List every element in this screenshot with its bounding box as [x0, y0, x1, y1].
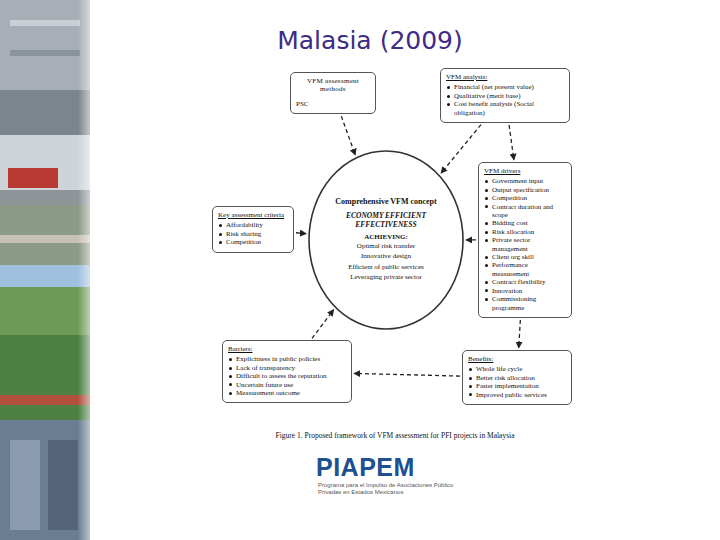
node-heading: Barriers: — [228, 345, 346, 353]
slide-title: Malasia (2009) — [190, 26, 550, 56]
node-item: Innovation — [484, 287, 566, 295]
track-strip — [0, 395, 90, 405]
ellipse-content: Comprehensive VFM conceptECONOMY EFFICIE… — [332, 197, 440, 284]
ellipse-border — [309, 151, 463, 329]
dashed-arrow — [312, 310, 334, 339]
bridge-shape — [0, 235, 90, 243]
highway-photo — [0, 205, 90, 265]
node-item: Lack of transparency — [228, 364, 346, 372]
node-item: Qualitative (merit base) — [446, 92, 564, 100]
node-item: Risk allocation — [484, 228, 566, 236]
barriers-box: Barriers: Explicitness in public policies… — [222, 340, 352, 403]
dashed-arrow — [296, 232, 306, 234]
figure-caption: Figure 1. Proposed framework of VFM asse… — [215, 431, 575, 440]
airport-beam — [10, 50, 80, 56]
node-heading: VFM drivers — [484, 167, 566, 175]
node-heading: VFM analysis: — [446, 73, 564, 81]
dashed-arrow — [354, 373, 460, 376]
node-item: Better risk allocation — [468, 374, 566, 382]
node-item: Contract duration and scope — [484, 203, 566, 220]
benefits-box: Benefits: Whole life cycleBetter risk all… — [462, 350, 572, 405]
logo-subtitle: Programa para el Impulso de Asociaciones… — [318, 482, 468, 496]
node-item: Whole life cycle — [468, 365, 566, 373]
dashed-arrow — [341, 116, 355, 155]
node-item: ACHIEVING: — [332, 232, 440, 240]
concept-ellipse: Comprehensive VFM conceptECONOMY EFFICIE… — [308, 150, 464, 330]
node-item: Commissioning programme — [484, 295, 566, 312]
airport-floor — [0, 90, 90, 135]
node-item: Performance measurement — [484, 261, 566, 278]
node-item: Competition — [484, 194, 566, 202]
node-item: Uncertain future use — [228, 381, 346, 389]
node-item: Output specification — [484, 186, 566, 194]
node-item: Financial (net present value) — [446, 83, 564, 91]
node-item: Difficult to assess the reputation — [228, 372, 346, 380]
photo-fade — [78, 0, 100, 540]
node-item: Measurement outcome — [228, 389, 346, 397]
node-heading: VFM assessment methods — [296, 77, 370, 94]
dashed-arrow — [509, 125, 514, 160]
node-item: Faster implementation — [468, 382, 566, 390]
node-item: Innovative design — [332, 252, 440, 260]
node-item: Risk sharing — [218, 230, 288, 238]
bus-photo — [0, 135, 90, 205]
glass-building-photo — [0, 420, 90, 540]
node-item: Affordability — [218, 221, 288, 229]
node-heading: Comprehensive VFM concept — [332, 197, 440, 207]
airport-beam — [10, 20, 80, 26]
node-item: Competition — [218, 238, 288, 246]
node-item: Leveraging private sector — [332, 273, 440, 281]
node-item: Bidding cost — [484, 219, 566, 227]
node-item: Contract flexibility — [484, 278, 566, 286]
glass-panel — [48, 440, 78, 530]
dashed-arrow — [466, 239, 476, 240]
node-heading: Benefits: — [468, 355, 566, 363]
dashed-arrow — [519, 320, 521, 348]
dashed-arrow — [441, 125, 481, 174]
node-heading: Key assessment criteria — [218, 211, 288, 219]
bus-shape — [8, 168, 58, 188]
methods-box: VFM assessment methodsPSC — [290, 72, 376, 114]
drivers-box: VFM driversGovernment inputOutput specif… — [478, 162, 572, 318]
node-item: ECONOMY EFFICIENT EFFECTIVENESS — [332, 210, 440, 228]
road-strip — [0, 190, 90, 205]
analysis-box: VFM analysis: Financial (net present valu… — [440, 68, 570, 123]
hills-photo — [0, 265, 90, 335]
criteria-box: Key assessment criteriaAffordabilityRisk… — [212, 206, 294, 253]
node-item: Explicitness in public policies — [228, 355, 346, 363]
node-item: PSC — [296, 100, 370, 108]
node-item: Improved public services — [468, 391, 566, 399]
node-item: Private sector management — [484, 236, 566, 253]
sky-strip — [0, 265, 90, 287]
node-item: Client org skill — [484, 253, 566, 261]
node-item: Efficient of public services — [332, 262, 440, 270]
node-item: Government input — [484, 177, 566, 185]
node-item: Cost benefit analysis (Social obligation… — [446, 100, 564, 117]
airport-photo — [0, 0, 90, 135]
glass-panel — [10, 440, 40, 530]
logo-text: PIAPEM — [316, 453, 466, 481]
node-item: Optimal risk transfer — [332, 242, 440, 250]
stadium-photo — [0, 335, 90, 420]
